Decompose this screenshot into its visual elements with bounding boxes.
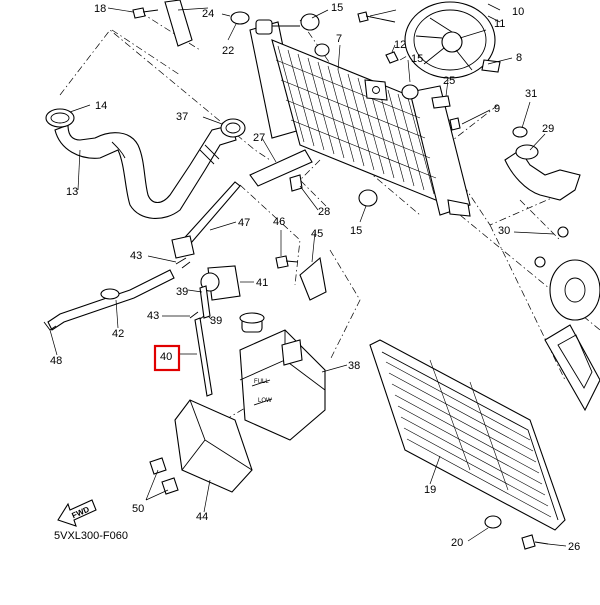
callout-9: 9 bbox=[494, 103, 500, 115]
diagram-code: 5VXL300-F060 bbox=[54, 530, 128, 542]
callout-19: 19 bbox=[424, 484, 436, 496]
callout-28: 28 bbox=[318, 206, 330, 218]
callout-25: 25 bbox=[443, 75, 455, 87]
right-hose bbox=[504, 126, 581, 201]
callout-18: 18 bbox=[94, 3, 106, 15]
callout-highlight-box bbox=[153, 344, 181, 372]
callout-44: 44 bbox=[196, 511, 208, 523]
reservoir-full-mark: FULL bbox=[254, 379, 269, 385]
callout-42: 42 bbox=[112, 328, 124, 340]
small-hardware bbox=[43, 0, 461, 397]
callout-7: 7 bbox=[336, 33, 342, 45]
fwd-arrow-icon: FWD bbox=[57, 499, 97, 527]
callout-11: 11 bbox=[494, 18, 505, 30]
callout-numbers: 18 24 22 15 11 10 12 7 15 8 14 25 9 37 2… bbox=[50, 2, 580, 553]
callout-30: 30 bbox=[498, 225, 510, 237]
callout-46: 46 bbox=[273, 216, 285, 228]
guard-louvers bbox=[385, 359, 552, 518]
radiator-core bbox=[249, 19, 471, 217]
callout-39-right: 39 bbox=[210, 315, 222, 327]
callout-15-top: 15 bbox=[331, 2, 343, 14]
callout-47: 47 bbox=[238, 217, 250, 229]
pump-cover bbox=[534, 226, 600, 412]
callout-40[interactable]: 40 bbox=[160, 351, 172, 363]
callout-41: 41 bbox=[256, 277, 268, 289]
reservoir-cover bbox=[149, 399, 253, 495]
callout-22: 22 bbox=[222, 45, 234, 57]
callout-8: 8 bbox=[516, 52, 522, 64]
callout-27: 27 bbox=[253, 132, 265, 144]
callout-15-mid: 15 bbox=[411, 53, 423, 65]
callout-10: 10 bbox=[512, 6, 524, 18]
callout-12: 12 bbox=[394, 39, 406, 51]
coolant-reservoir: FULL LOW bbox=[239, 312, 326, 441]
callout-20: 20 bbox=[451, 537, 463, 549]
callout-50: 50 bbox=[132, 503, 144, 515]
callout-15-low: 15 bbox=[350, 225, 362, 237]
callout-45: 45 bbox=[311, 228, 323, 240]
radiator-guard bbox=[369, 339, 566, 550]
upper-hose bbox=[45, 108, 246, 219]
callout-31: 31 bbox=[525, 88, 537, 100]
callout-24: 24 bbox=[202, 8, 214, 20]
callout-48: 48 bbox=[50, 355, 62, 367]
callout-14: 14 bbox=[95, 100, 107, 112]
callout-29: 29 bbox=[542, 123, 554, 135]
callout-37: 37 bbox=[176, 111, 188, 123]
callout-43-lower: 43 bbox=[147, 310, 159, 322]
leader-lines bbox=[49, 3, 567, 547]
callout-26: 26 bbox=[568, 541, 580, 553]
fan-assembly bbox=[404, 1, 501, 79]
callout-39-left: 39 bbox=[176, 286, 188, 298]
callout-43-upper: 43 bbox=[130, 250, 142, 262]
callout-13: 13 bbox=[66, 186, 78, 198]
callout-38: 38 bbox=[348, 360, 360, 372]
fwd-label: FWD bbox=[70, 505, 91, 521]
